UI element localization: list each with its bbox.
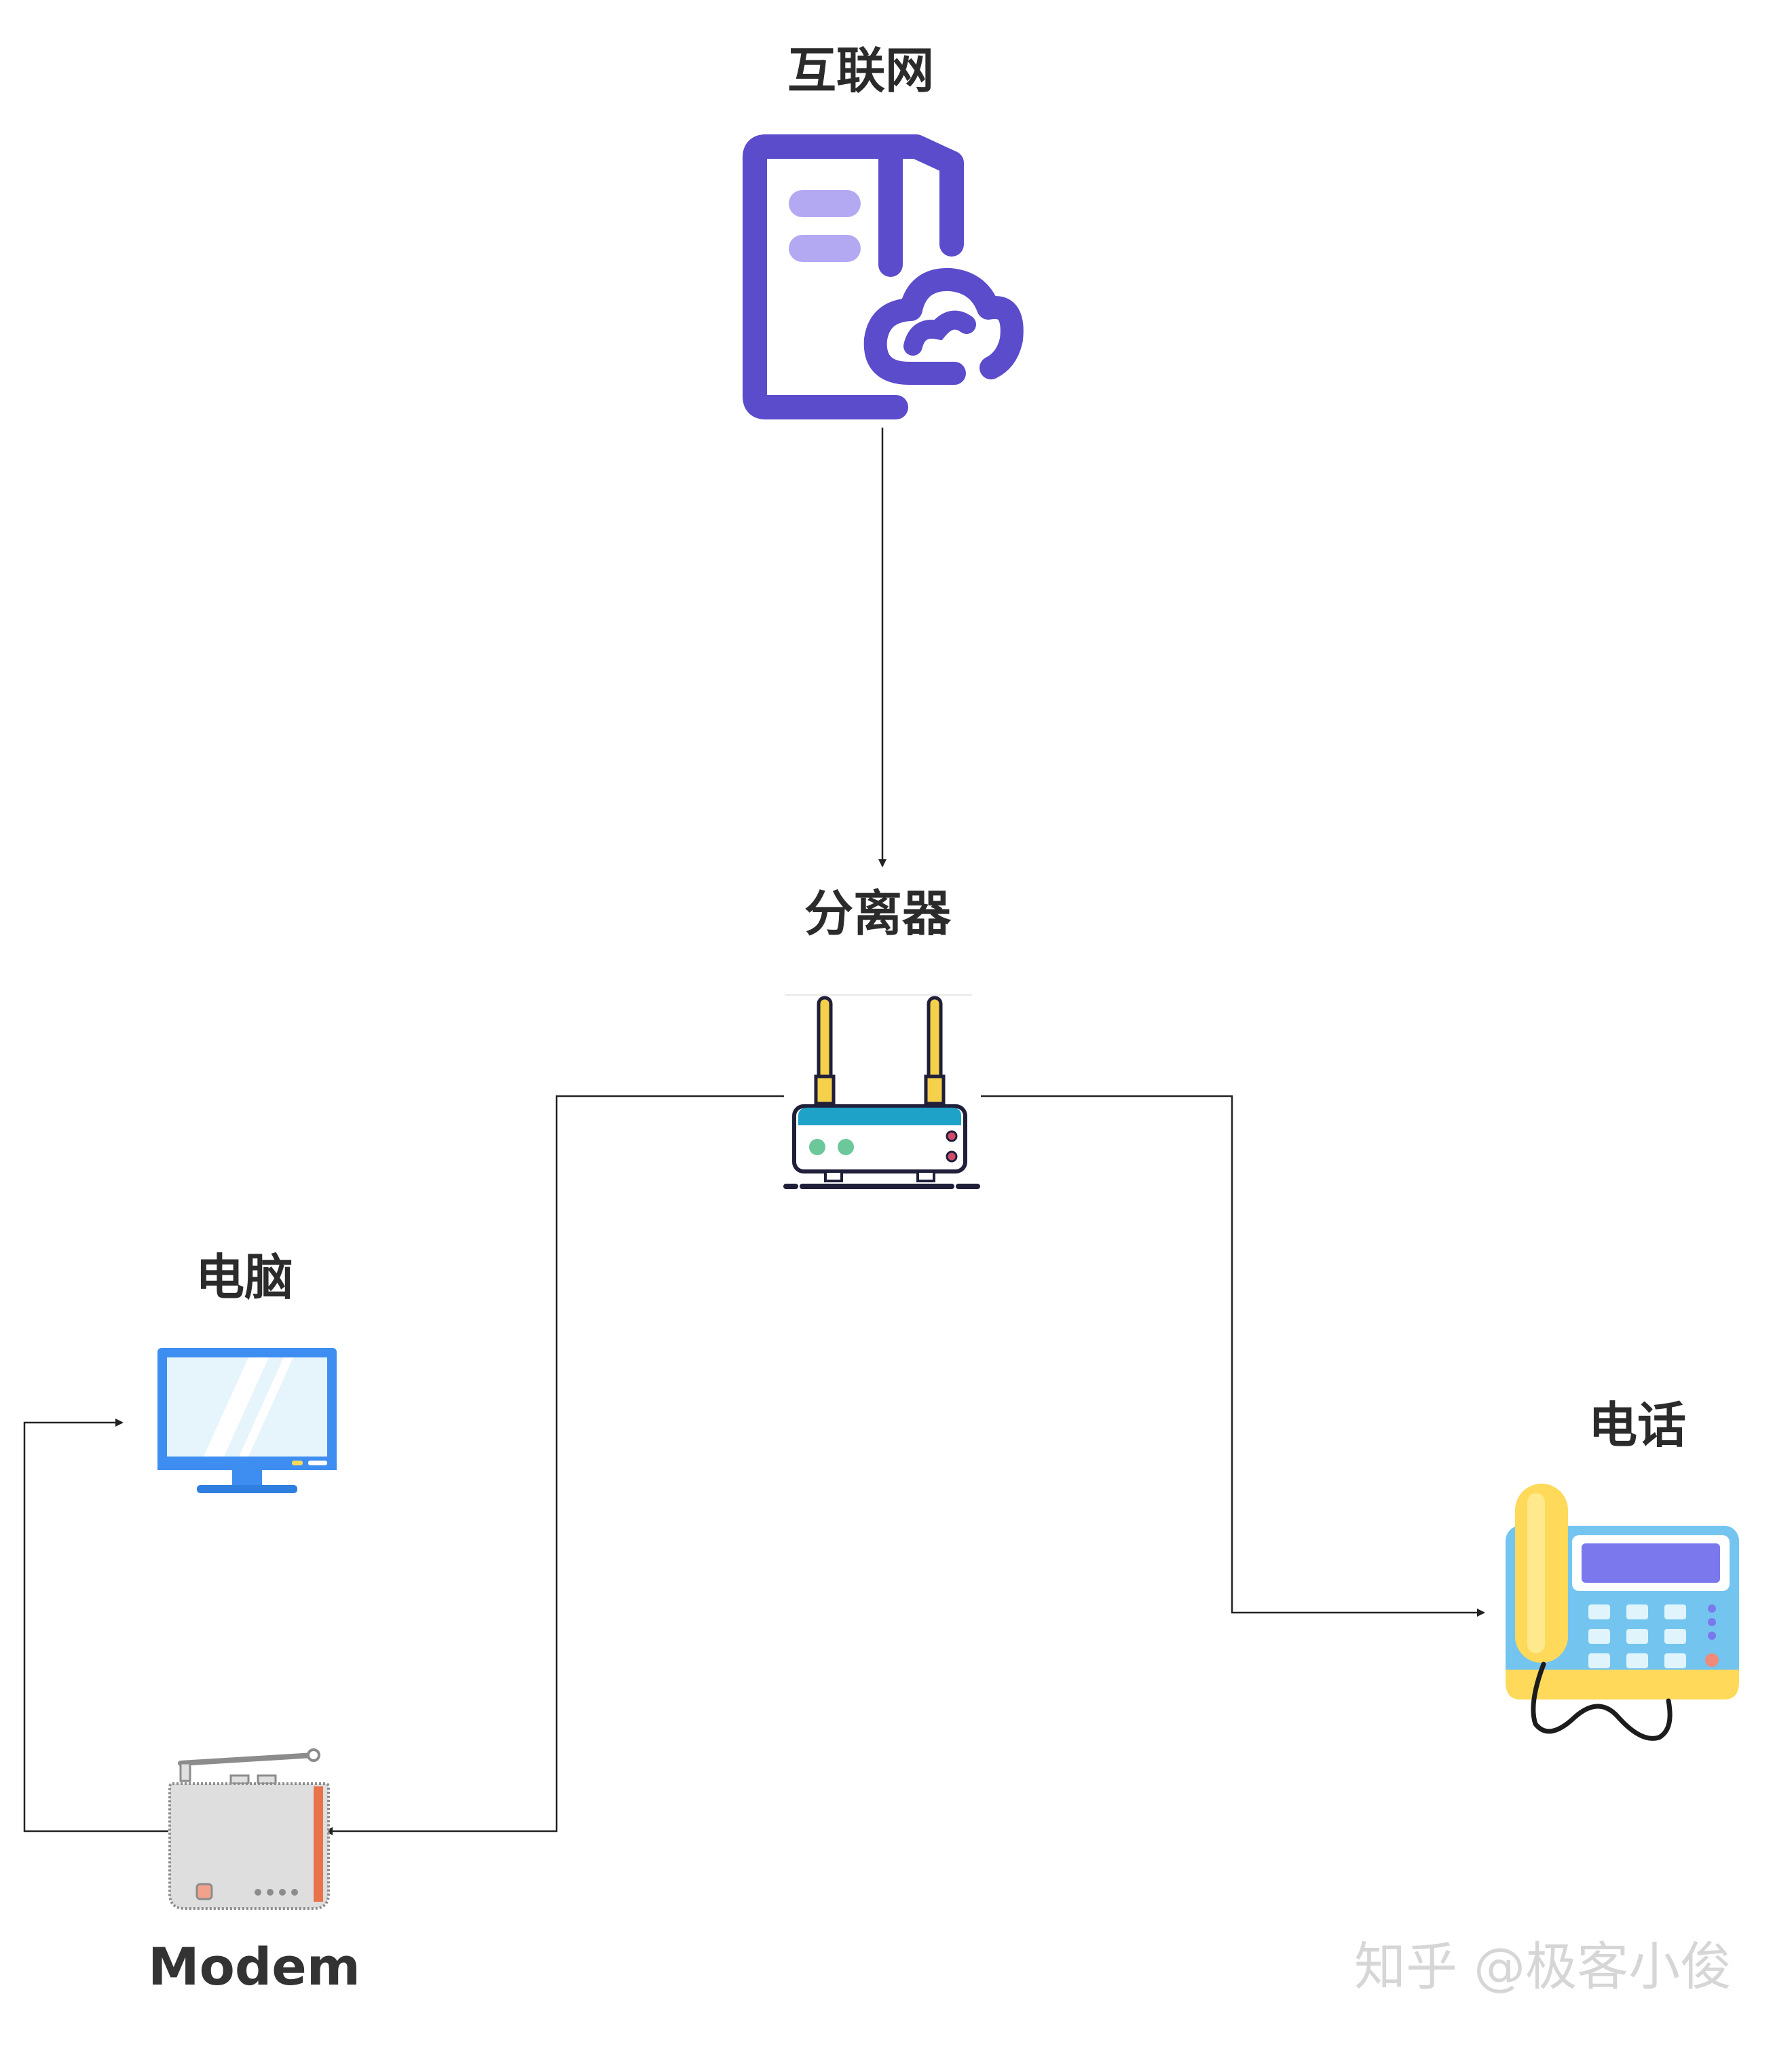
splitter-label: 分离器 <box>804 885 952 942</box>
computer-label: 电脑 <box>195 1249 294 1306</box>
edge-modem-computer <box>23 1419 168 1833</box>
edge-splitter-phone <box>981 1095 1485 1617</box>
edge-splitter-modem <box>324 1095 784 1835</box>
router-icon <box>783 994 980 1189</box>
phone-label: 电话 <box>1588 1397 1687 1454</box>
cloud-server-icon <box>743 134 1024 419</box>
modem-label: Modem <box>148 1936 360 1997</box>
modem-icon <box>168 1748 330 1910</box>
monitor-icon <box>157 1348 337 1493</box>
internet-label: 互联网 <box>787 42 935 99</box>
watermark: 知乎 @极客小俊 <box>1354 1936 1732 1997</box>
telephone-icon <box>1506 1484 1739 1741</box>
